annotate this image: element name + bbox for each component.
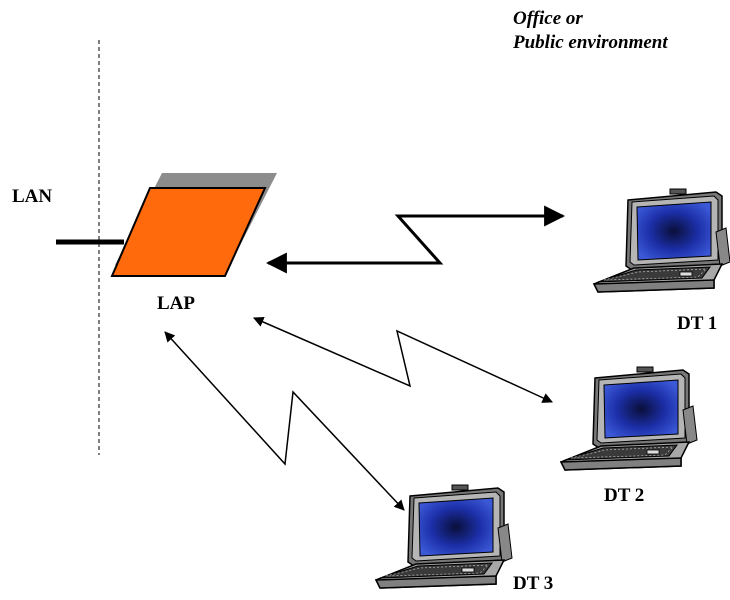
laptop-dt2-icon (560, 366, 698, 471)
environment-line-2: Public environment (513, 32, 668, 53)
dt2-label: DT 2 (604, 485, 645, 506)
lap-label: LAP (157, 293, 195, 314)
link-dt3 (164, 331, 405, 511)
laptop-dt1-icon (593, 188, 730, 293)
lan-label: LAN (12, 186, 53, 207)
dt3-label: DT 3 (513, 573, 554, 594)
dt1-label: DT 1 (677, 313, 718, 334)
environment-label: Office or Public environment (513, 7, 668, 55)
lap-device (110, 187, 267, 277)
environment-line-1: Office or (513, 8, 583, 29)
laptop-dt3-icon (375, 484, 513, 589)
link-dt1 (265, 205, 566, 274)
link-dt2 (253, 316, 553, 403)
